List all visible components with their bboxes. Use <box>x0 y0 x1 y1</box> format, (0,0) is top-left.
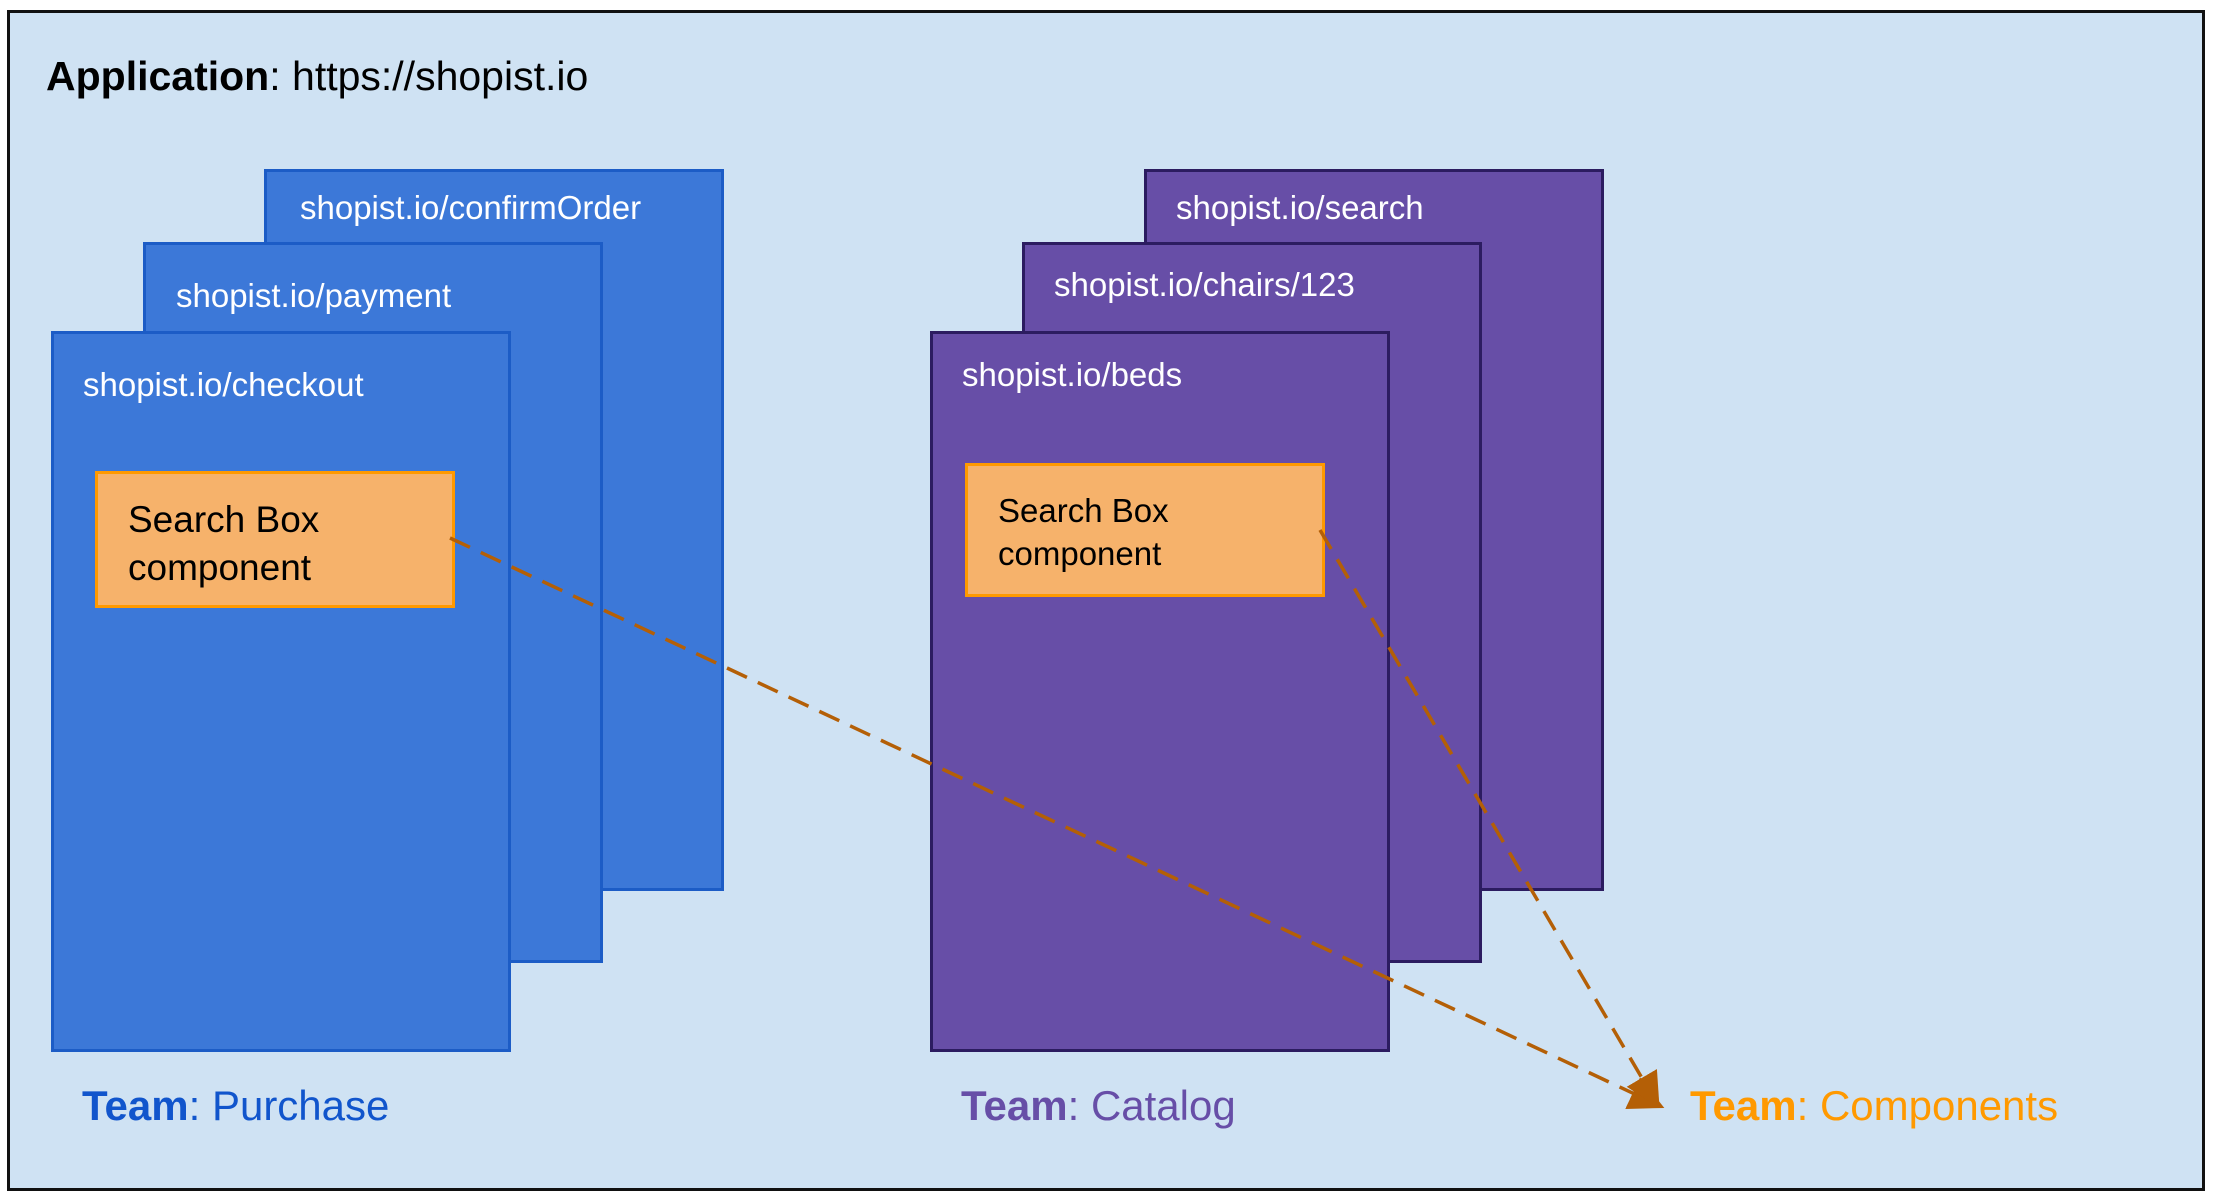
team-name-purchase: Purchase <box>200 1082 390 1129</box>
search-box-line2-catalog: component <box>998 534 1162 572</box>
team-name-components: Components <box>1808 1082 2059 1129</box>
page-label-confirm-order: shopist.io/confirmOrder <box>300 189 642 226</box>
team-sep-catalog: : <box>1067 1082 1080 1129</box>
page-beds: shopist.io/beds Search Box component <box>930 331 1390 1052</box>
page-label-search: shopist.io/search <box>1176 189 1424 226</box>
team-label-catalog: Team: Catalog <box>961 1082 1236 1130</box>
page-label-payment: shopist.io/payment <box>176 277 452 314</box>
team-name-catalog: Catalog <box>1079 1082 1236 1129</box>
team-label-components: Team: Components <box>1690 1082 2058 1130</box>
application-separator: : <box>269 53 281 99</box>
team-label-purchase: Team: Purchase <box>82 1082 389 1130</box>
search-box-component-catalog: Search Box component <box>965 463 1325 597</box>
search-box-line1-catalog: Search Box <box>998 492 1169 529</box>
page-label-checkout: shopist.io/checkout <box>83 366 364 403</box>
team-sep-purchase: : <box>188 1082 201 1129</box>
search-box-line1-purchase: Search Box <box>128 499 320 540</box>
team-key-catalog: Team <box>961 1082 1068 1129</box>
team-key-components: Team <box>1690 1082 1797 1129</box>
application-label: Application <box>46 53 270 99</box>
team-key-purchase: Team <box>82 1082 189 1129</box>
search-box-component-purchase: Search Box component <box>95 471 455 608</box>
page-checkout: shopist.io/checkout Search Box component <box>51 331 511 1052</box>
search-box-line2-purchase: component <box>128 547 312 589</box>
page-label-beds: shopist.io/beds <box>962 356 1183 393</box>
application-title: Application: https://shopist.io <box>46 53 588 100</box>
team-sep-components: : <box>1796 1082 1809 1129</box>
page-label-chairs-123: shopist.io/chairs/123 <box>1054 266 1355 303</box>
application-url: https://shopist.io <box>280 53 589 99</box>
